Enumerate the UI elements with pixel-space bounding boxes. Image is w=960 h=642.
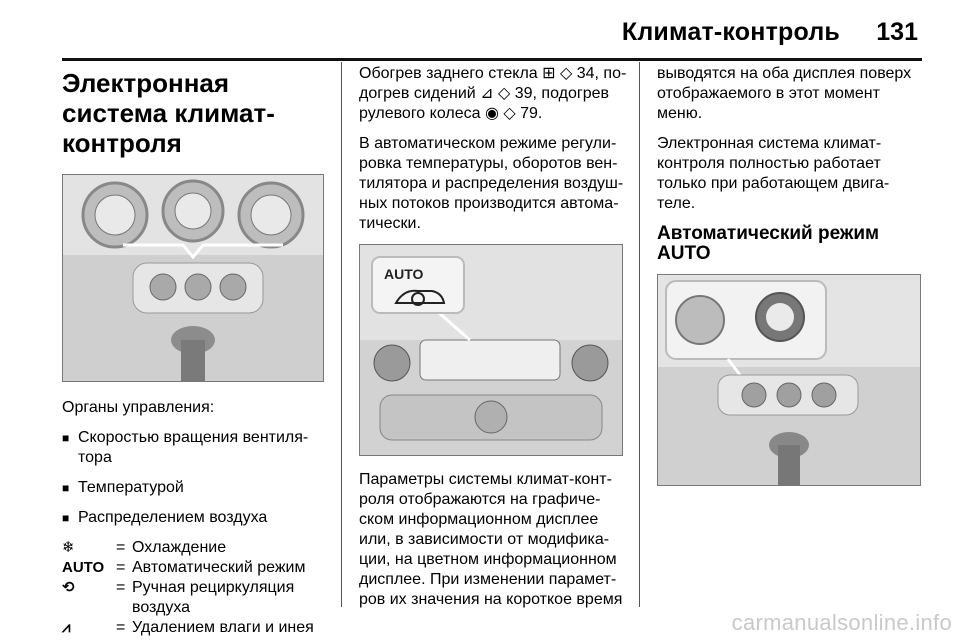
defrost-icon: ⩘ xyxy=(62,619,71,636)
legend-row: ❄ = Охлаждение xyxy=(62,538,327,558)
paragraph: Обогрев заднего стекла ⊞ ◇ 34, по-догрев… xyxy=(359,65,627,122)
legend-row: ⩘ = Удалением влаги и инея xyxy=(62,618,327,638)
legend-text: Автоматический режим xyxy=(132,559,306,576)
list-item: Температурой xyxy=(62,478,327,498)
auto-label: AUTO xyxy=(384,266,424,282)
climate-panel-illustration xyxy=(63,175,323,381)
climate-panel-photo xyxy=(62,174,324,382)
section-heading: Электронная система климат-контроля xyxy=(62,68,275,158)
legend-row: AUTO = Автоматический режим xyxy=(62,558,327,578)
list-item: Скоростью вращения вентиля-тора xyxy=(62,428,327,468)
auto-mode-photo: AUTO xyxy=(359,244,623,456)
subsection-heading: Автоматический режим AUTO xyxy=(657,223,880,264)
header-rule xyxy=(62,58,922,61)
column-3: выводятся на оба дисплея поверх отобража… xyxy=(657,64,922,486)
list-item: Распределением воздуха xyxy=(62,508,327,528)
controls-intro: Органы управления: xyxy=(62,399,215,416)
auto-icon: AUTO xyxy=(62,559,105,576)
legend-row: ⟲ = Ручная рециркуляция воздуха xyxy=(62,578,327,618)
auto-mode-illustration: AUTO xyxy=(360,245,622,455)
paragraph: Параметры системы климат-конт-роля отобр… xyxy=(359,471,623,608)
column-divider-1 xyxy=(341,62,342,607)
snowflake-icon: ❄ xyxy=(62,539,75,556)
auto-button-photo xyxy=(657,274,921,486)
column-1: Электронная система климат-контроля Орга… xyxy=(62,64,327,638)
column-divider-2 xyxy=(639,62,640,607)
legend-text: Ручная рециркуляция воздуха xyxy=(132,579,295,616)
paragraph: Электронная система климат-контроля полн… xyxy=(657,135,890,212)
legend-text: Удалением влаги и инея xyxy=(132,619,314,636)
paragraph: выводятся на оба дисплея поверх отобража… xyxy=(657,65,912,122)
watermark: carmanualsonline.info xyxy=(731,610,952,635)
recirculation-icon: ⟲ xyxy=(62,579,75,596)
auto-button-illustration xyxy=(658,275,920,485)
column-2: Обогрев заднего стекла ⊞ ◇ 34, по-догрев… xyxy=(359,64,627,620)
recirculation-icon xyxy=(411,292,425,306)
controls-list: Скоростью вращения вентиля-тора Температ… xyxy=(62,428,327,528)
header-title: Климат-контроль xyxy=(621,18,840,46)
page-header: Климат-контроль 131 xyxy=(0,0,960,62)
legend-text: Охлаждение xyxy=(132,539,227,556)
paragraph: В автоматическом режиме регули-ровка тем… xyxy=(359,135,624,232)
page-number: 131 xyxy=(876,18,918,46)
symbol-legend: ❄ = Охлаждение AUTO = Автоматический реж… xyxy=(62,538,327,638)
